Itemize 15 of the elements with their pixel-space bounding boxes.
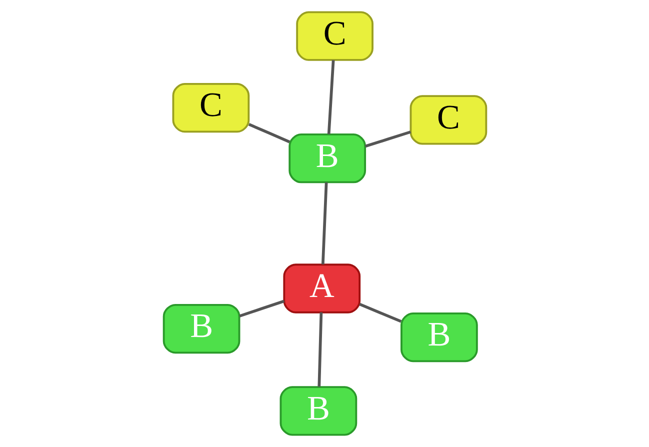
node-box: B [400, 312, 478, 362]
node-box: C [172, 83, 250, 133]
connector [364, 130, 411, 148]
node-box: B [162, 304, 240, 354]
node-box: C [409, 95, 487, 145]
node-box: B [288, 134, 366, 184]
connector [326, 60, 334, 134]
node-box: A [282, 264, 360, 314]
node-box: C [296, 11, 373, 61]
connector [238, 300, 284, 318]
connector [320, 182, 328, 264]
connector [317, 312, 322, 387]
node-box: B [279, 386, 357, 436]
connector [358, 302, 402, 323]
connector [248, 123, 290, 144]
